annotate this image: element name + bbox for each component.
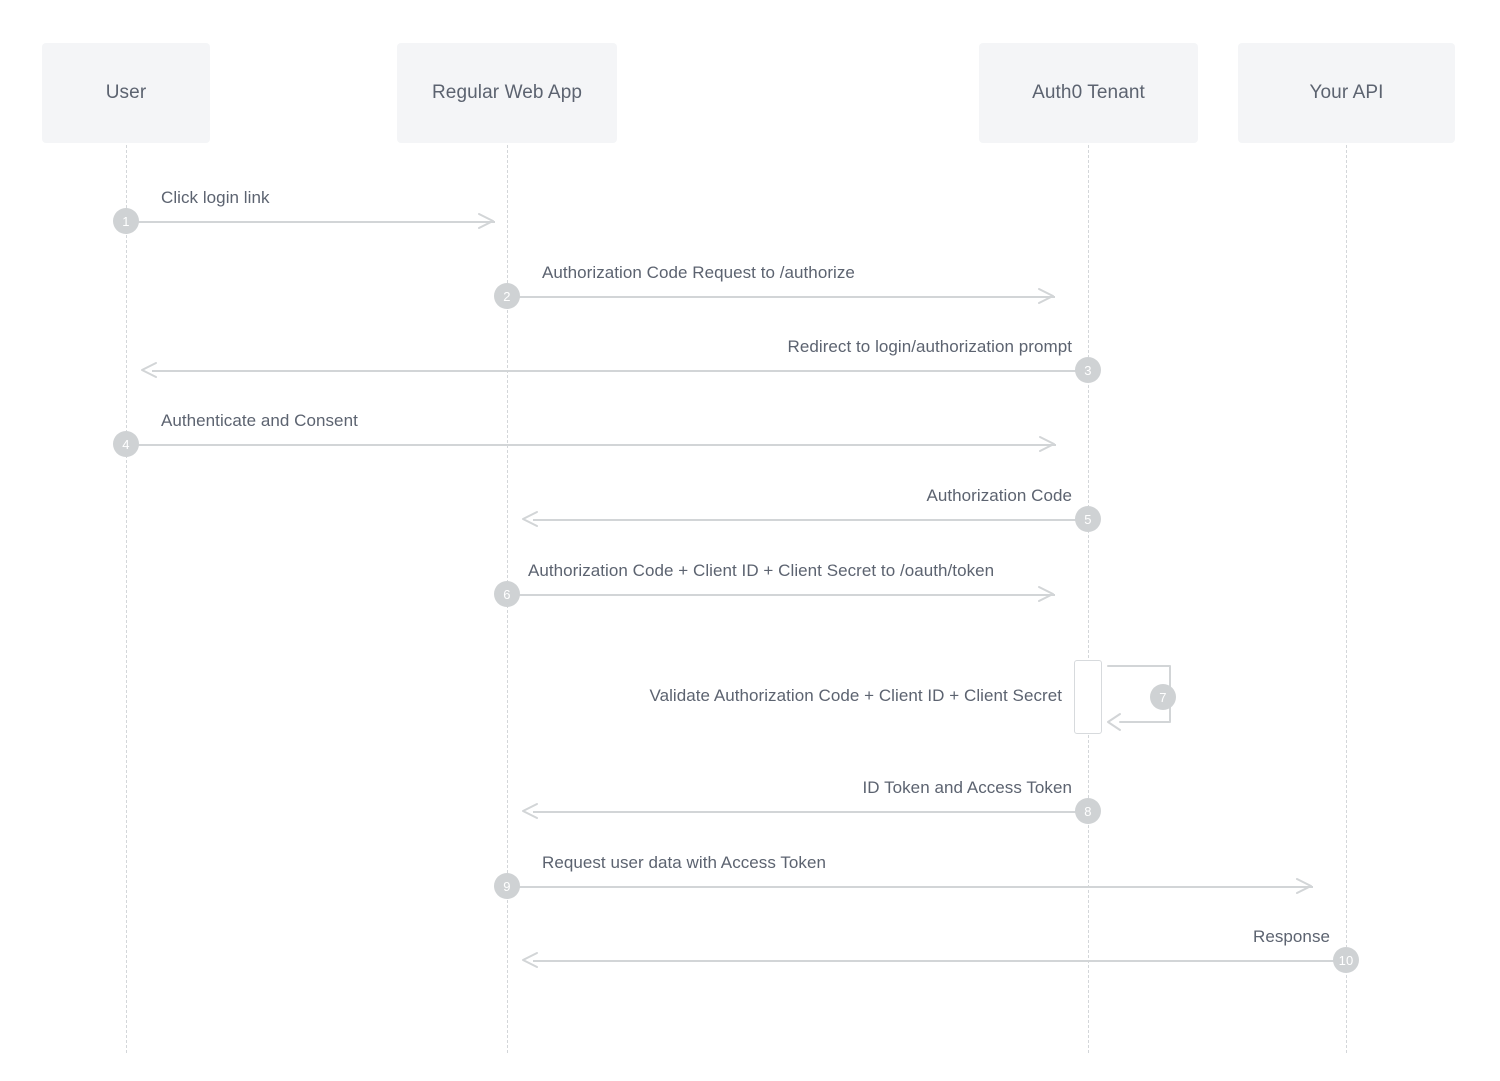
message-line-4 <box>126 444 1056 446</box>
step-badge-2: 2 <box>494 283 520 309</box>
lifeline-user <box>126 145 127 1053</box>
participant-your-api: Your API <box>1238 43 1455 143</box>
message-line-5 <box>533 519 1088 521</box>
message-label-10: Response <box>1253 927 1330 946</box>
message-line-8 <box>533 811 1088 813</box>
self-message-7 <box>1102 660 1192 738</box>
message-label-2: Authorization Code Request to /authorize <box>542 263 855 282</box>
participant-label-user: User <box>105 82 147 103</box>
message-label-9: Request user data with Access Token <box>542 853 826 872</box>
message-label-5: Authorization Code <box>926 486 1072 505</box>
participant-label-regular-web-app: Regular Web App <box>431 82 583 103</box>
participant-label-your-api: Your API <box>1309 82 1384 103</box>
step-badge-4: 4 <box>113 431 139 457</box>
message-line-1 <box>126 221 495 223</box>
participant-user: User <box>42 43 210 143</box>
participant-regular-web-app: Regular Web App <box>397 43 617 143</box>
message-line-10 <box>533 960 1346 962</box>
step-badge-1: 1 <box>113 208 139 234</box>
step-badge-10: 10 <box>1333 947 1359 973</box>
message-line-3 <box>152 370 1088 372</box>
message-label-8: ID Token and Access Token <box>862 778 1072 797</box>
message-label-3: Redirect to login/authorization prompt <box>787 337 1072 356</box>
activation-box-auth0 <box>1074 660 1102 734</box>
step-badge-5: 5 <box>1075 506 1101 532</box>
message-label-7: Validate Authorization Code + Client ID … <box>649 686 1062 705</box>
message-label-1: Click login link <box>161 188 270 207</box>
message-label-4: Authenticate and Consent <box>161 411 358 430</box>
participant-label-auth0-tenant: Auth0 Tenant <box>1032 82 1145 103</box>
message-line-2 <box>507 296 1055 298</box>
message-line-6 <box>507 594 1055 596</box>
step-badge-8: 8 <box>1075 798 1101 824</box>
step-badge-9: 9 <box>494 873 520 899</box>
step-badge-6: 6 <box>494 581 520 607</box>
message-label-6: Authorization Code + Client ID + Client … <box>528 561 995 580</box>
step-badge-3: 3 <box>1075 357 1101 383</box>
lifeline-your-api <box>1346 145 1347 1053</box>
step-badge-7: 7 <box>1150 684 1176 710</box>
participant-auth0-tenant: Auth0 Tenant <box>979 43 1198 143</box>
message-line-9 <box>507 886 1313 888</box>
lifeline-auth0-tenant <box>1088 145 1089 1053</box>
